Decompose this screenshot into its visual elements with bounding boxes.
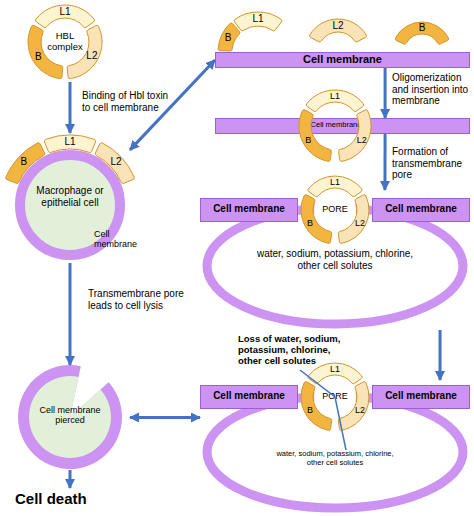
toxin-subunit-arc: [234, 12, 282, 31]
toxin-subunit-arc: [44, 135, 95, 153]
flow-arrow: [69, 263, 72, 365]
flow-arrow: [384, 68, 387, 118]
pore-opening: PORE: [313, 188, 357, 232]
subunit-label: L1: [64, 136, 75, 148]
node-text: PORE: [313, 204, 357, 214]
node-text: water, sodium, potassium, chlorine, othe…: [270, 450, 400, 467]
toxin-subunit-arc: [338, 195, 369, 244]
membrane-band: Cell membrane: [215, 52, 470, 68]
flow-arrow: [68, 470, 71, 488]
subunit-label: L2: [332, 20, 343, 32]
membrane-band: Cell membrane: [200, 385, 298, 409]
toxin-ring: [301, 176, 369, 243]
membrane-band: Cell membrane: [215, 118, 470, 134]
toxin-subunit-arc: [218, 23, 240, 51]
node-text: water, sodium, potassium, chlorine, othe…: [245, 248, 425, 271]
outcome-text: Cell death: [15, 488, 135, 512]
toxin-ring: [28, 5, 102, 79]
toxin-subunit-arc: [339, 110, 371, 162]
pore-hole: [314, 189, 356, 231]
node-text: Cell membrane pierced: [32, 405, 108, 426]
flow-arrow: [439, 330, 442, 380]
flow-arrow: [383, 134, 386, 190]
toxin-ring: [301, 363, 369, 430]
pore-opening: PORE: [313, 375, 357, 419]
subunit-label: B: [225, 32, 232, 44]
toxin-subunit-arc: [308, 363, 362, 384]
node-text: Cell membrane: [94, 229, 138, 250]
subunit-label: L1: [59, 6, 70, 18]
toxin-subunit-arc: [28, 25, 63, 78]
toxin-subunit-arc: [36, 5, 95, 27]
callout-text: Loss of water, sodium, potassium, chlori…: [238, 334, 352, 367]
subunit-label: B: [419, 22, 426, 34]
connectors: [70, 60, 440, 488]
pore-hole: [314, 376, 356, 418]
toxin-subunit-arc: [299, 110, 331, 162]
node-text: Macrophage or epithelial cell: [32, 185, 108, 208]
cell-body: [29, 376, 111, 458]
toxin-subunit-arc: [338, 382, 369, 431]
subunit-label: B: [35, 51, 42, 63]
membrane-band: Cell membrane: [200, 198, 298, 222]
node-text: Cell membrane: [216, 53, 469, 66]
toxin-ring: [299, 90, 371, 161]
subunit-label: L1: [330, 364, 340, 374]
toxin-subunit-arc: [310, 19, 367, 42]
subunit-label: B: [21, 156, 28, 168]
node-text: Cell membrane: [201, 390, 297, 402]
toxin-subunit-arc: [301, 382, 332, 431]
subunit-label: B: [305, 134, 311, 144]
toxin-subunit-arc: [301, 195, 332, 244]
toxin-subunit-arc: [306, 90, 363, 111]
node-text: HBL complex: [43, 31, 87, 53]
subunit-label: L2: [111, 156, 122, 168]
membrane-band: Cell membrane: [372, 198, 470, 222]
toxin-ring: [6, 135, 135, 183]
node-text: Cell membrane: [373, 203, 469, 215]
leaking-cell: water, sodium, potassium, chlorine, othe…: [200, 380, 470, 514]
arrow-label: Binding of Hbl toxin to cell membrane: [82, 90, 174, 113]
flow-arrow: [69, 82, 72, 133]
toxin-subunit-arc: [395, 22, 448, 44]
leader-line: [300, 370, 346, 450]
toxin-rings: [6, 5, 449, 430]
subunit-label: L2: [86, 51, 97, 63]
pierced-cell: Cell membrane pierced: [10, 365, 130, 470]
membrane-band: Cell membrane: [372, 385, 470, 409]
toxin-ring: [218, 12, 282, 51]
node-text: Cell membrane: [306, 121, 366, 130]
toxin-subunit-arc: [95, 143, 134, 184]
target-cell: Macrophage or epithelial cellCell membra…: [10, 133, 130, 263]
toxin-ring: [395, 22, 448, 44]
node-text: Cell membrane: [373, 390, 469, 402]
node-text: PORE: [313, 391, 357, 401]
arrow-label: Oligomerization and insertion into membr…: [392, 72, 472, 107]
subunit-label: L1: [330, 177, 340, 187]
toxin-subunit-arc: [308, 176, 362, 197]
toxin-subunit-arc: [6, 143, 45, 184]
node-text: Cell death: [15, 490, 135, 507]
flow-arrow: [130, 416, 200, 419]
arrow-label: Transmembrane pore leads to cell lysis: [88, 288, 192, 311]
subunit-label: L2: [357, 134, 367, 144]
toxin-subunit-arc: [67, 25, 102, 78]
toxin-ring: [310, 19, 367, 42]
pore-cell: water, sodium, potassium, chlorine, othe…: [200, 190, 470, 330]
toxin-complex: HBL complex: [25, 4, 105, 82]
flow-arrow: [130, 60, 215, 150]
subunit-label: L1: [330, 91, 340, 101]
subunit-label: L1: [252, 13, 263, 25]
cell-membrane-broken: [18, 365, 122, 469]
node-text: Cell membrane: [201, 203, 297, 215]
arrow-label: Formation of transmembrane pore: [392, 146, 472, 181]
